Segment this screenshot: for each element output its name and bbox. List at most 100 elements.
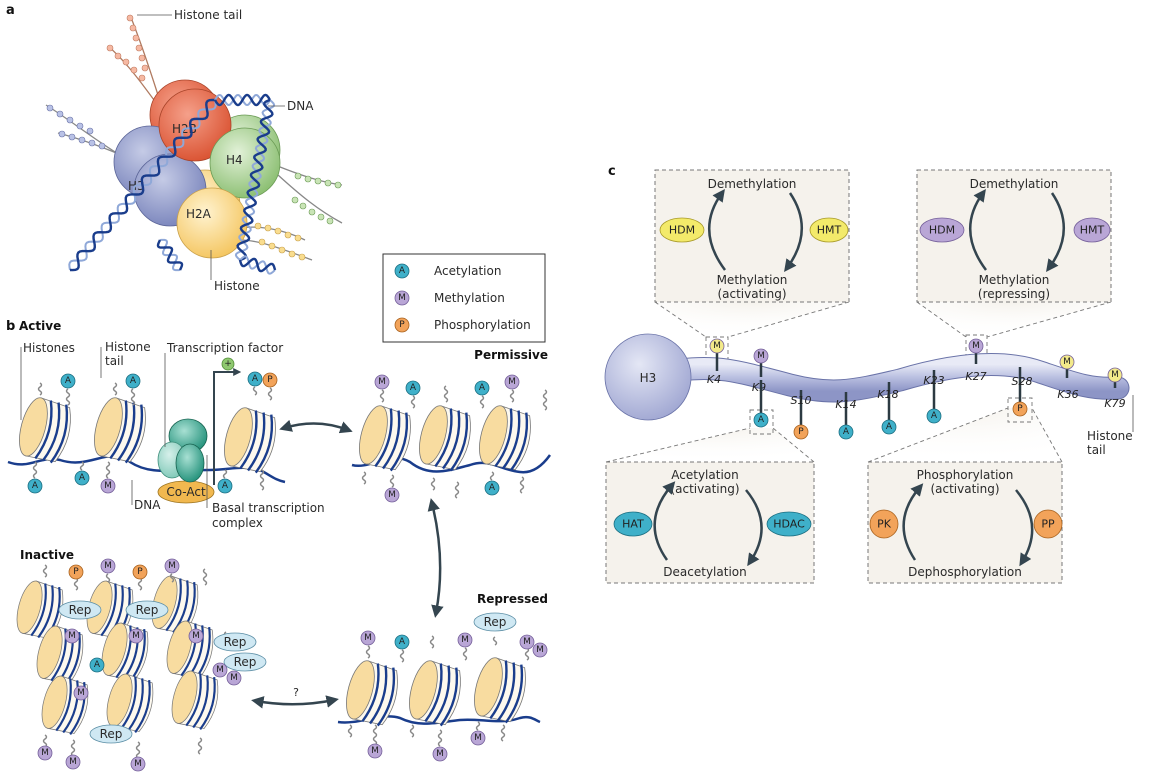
cycle-arrow-left (902, 483, 924, 561)
co-act-label: Co-Act (166, 485, 206, 499)
repressor-shape (89, 724, 133, 744)
histone-tail-squiggle (430, 477, 436, 491)
callout-dna: DNA (287, 99, 314, 113)
cycle-arrow-right (1046, 192, 1065, 273)
panel-a-label: a (6, 3, 15, 18)
tail-bead (98, 142, 106, 150)
state-permissive: Permissive (474, 348, 548, 362)
tail-bead (304, 175, 312, 183)
dna-wrap (117, 402, 136, 462)
hdm-label: HDM (929, 224, 955, 237)
transcription-start-arrow (213, 368, 242, 485)
mark-symbol: A (94, 660, 101, 670)
histone-tail-squiggle (37, 382, 43, 396)
transcription-complex: Co-Act (157, 418, 215, 504)
residue-mark-symbol: M (972, 341, 980, 351)
histone-tail-squiggle (70, 739, 76, 757)
repressor-label: Rep (484, 615, 507, 629)
repressor-shape (223, 652, 267, 672)
mark-methyl-icon (212, 662, 228, 678)
modification-mark: M (457, 632, 473, 648)
legend-marker-icon (394, 317, 410, 333)
mark-symbol: M (41, 748, 49, 758)
nucleosome (19, 397, 71, 464)
histone-tail-squiggle (524, 647, 530, 661)
tail-bead (114, 52, 122, 60)
tail-bead (46, 104, 54, 112)
histone-tail-squiggle (130, 388, 136, 406)
histone-tail-squiggle (202, 568, 208, 586)
modification-mark: M (212, 662, 228, 678)
callout-histone-tail-1: Histone (105, 340, 151, 354)
modification-mark: M (37, 745, 53, 761)
dna-wrap (49, 404, 69, 464)
legend-marker-icon (394, 290, 410, 306)
question-mark: ? (293, 686, 299, 699)
residue-mark-symbol: P (1017, 404, 1023, 414)
histone-disc (19, 397, 48, 457)
tail-bead (324, 179, 332, 187)
mark-methyl-icon (65, 754, 81, 770)
modification-mark: A (247, 371, 263, 387)
mark-acetyl-icon (217, 478, 233, 494)
mark-methyl-icon (367, 743, 383, 759)
histone-tail-squiggle (542, 389, 548, 411)
mark-methyl-icon (504, 374, 520, 390)
tail-bead (298, 253, 306, 261)
histone-tail-squiggle (389, 474, 395, 488)
tail-bead (268, 242, 276, 250)
mark-methyl-icon (432, 746, 448, 762)
callout-histone-tail-2: tail (105, 354, 124, 368)
residue-mark-symbol: A (931, 411, 938, 421)
residue-label: K18 (877, 388, 898, 401)
hdac-enzyme (766, 511, 812, 537)
dna-wrap (449, 412, 469, 472)
mark-symbol: M (523, 637, 531, 647)
tail-bead (288, 250, 296, 258)
mark-symbol: A (32, 481, 39, 491)
histone-tail-squiggle (65, 388, 71, 406)
dna-wrap (442, 410, 461, 470)
dna-wrap (124, 404, 144, 464)
meth-act-top: Demethylation (708, 177, 797, 191)
histone-tail-squiggle (42, 564, 48, 578)
mark-symbol: P (137, 567, 143, 577)
hdm-enzyme (919, 217, 965, 243)
residue-mark-icon (926, 408, 942, 424)
mark-acetyl-icon (125, 373, 141, 389)
histone-tail-squiggle (429, 635, 435, 649)
tail-bead (66, 116, 74, 124)
histone-disc (94, 397, 123, 457)
histone-tail-squiggle (409, 724, 415, 738)
residue-mark-symbol: A (758, 415, 765, 425)
tail-bead (132, 34, 140, 42)
dna-wrap (389, 412, 409, 472)
callout-histone-tail: Histone tail (174, 8, 242, 22)
modification-mark: M (384, 487, 400, 503)
dna-wrap (509, 412, 529, 472)
mark-acetyl-icon (405, 380, 421, 396)
mark-phospho-icon (262, 372, 278, 388)
modification-mark: A (474, 380, 490, 396)
repressor-shape (213, 632, 257, 652)
hdm-enzyme (659, 217, 705, 243)
mark-symbol: A (130, 376, 137, 386)
h2a-sphere (176, 187, 248, 259)
tail-bead (126, 14, 134, 22)
histone-disc (171, 670, 198, 724)
mark-symbol: M (371, 746, 379, 756)
histone-tail-squiggle (42, 734, 48, 748)
tail-bead (291, 196, 299, 204)
cycle-arrow-left (969, 188, 988, 271)
mark-symbol: A (479, 383, 486, 393)
repressor: Rep (58, 600, 102, 620)
residue-mark-icon (753, 412, 769, 428)
repressor-label: Rep (100, 727, 123, 741)
modification-mark: M (188, 628, 204, 644)
residue-k4: MK4 (707, 338, 725, 386)
dna-wrap (504, 664, 524, 724)
residue-label: K9 (752, 381, 766, 394)
